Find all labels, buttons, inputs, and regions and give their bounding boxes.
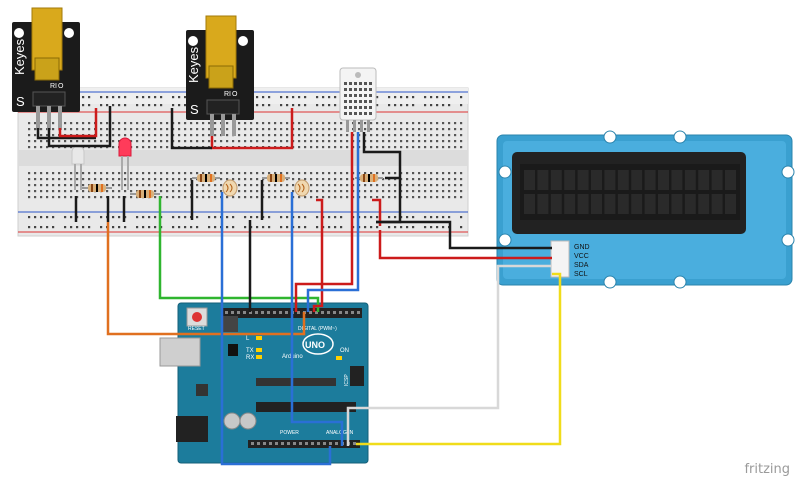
sensor-mid-o-label: O: [232, 91, 238, 98]
resistor-5: [355, 174, 383, 182]
dht-vent-grid: [344, 82, 372, 115]
arduino-power-label: POWER: [280, 430, 299, 436]
resistor-3: [192, 174, 220, 182]
arduino-reset-label: RESET: [188, 326, 205, 332]
arduino-icsp-label: ICSP: [344, 374, 350, 386]
arduino-uno: RESET DIGITAL (PWM~) L TX RX UNO Arduino…: [159, 302, 369, 464]
resistor-4: [262, 174, 290, 182]
arduino-led-rx: RX: [246, 355, 254, 361]
sensor-mid-s-label: S: [190, 102, 199, 117]
lcd-module: GND VCC SDA SCL: [496, 130, 795, 289]
lcd-pin-gnd: GND: [574, 244, 590, 251]
fritzing-watermark: fritzing: [744, 462, 790, 477]
arduino-digital-label: DIGITAL (PWM~): [298, 326, 337, 332]
interconnect-wires: [106, 192, 562, 466]
photoresistor-1: [222, 179, 238, 197]
dht-sensor: [339, 67, 377, 132]
sensor-left-ri-label: RI: [50, 83, 57, 90]
resistor-1: [82, 184, 112, 192]
sensor-module-middle: Keyes S RI O: [186, 15, 254, 136]
sensor-left-o-label: O: [58, 83, 64, 90]
resistor-2: [130, 190, 160, 198]
sensor-left-brand: Keyes: [12, 38, 27, 75]
arduino-led-tx: TX: [246, 348, 254, 354]
sensor-module-left: Keyes S RI O: [12, 7, 80, 130]
sensor-mid-ri-label: RI: [224, 91, 231, 98]
sensor-mid-brand: Keyes: [186, 46, 201, 83]
sensor-left-s-label: S: [16, 94, 25, 109]
arduino-on-label: ON: [340, 348, 349, 354]
lcd-pin-sda: SDA: [574, 262, 589, 269]
arduino-logo: UNO: [305, 340, 325, 350]
arduino-led-l: L: [246, 336, 250, 342]
breadboard-wires: [36, 106, 402, 232]
lcd-pin-scl: SCL: [574, 271, 588, 278]
photoresistor-2: [294, 179, 310, 197]
led-red: [118, 137, 132, 190]
arduino-analog-label: ANALOG IN: [326, 430, 354, 436]
lcd-pin-vcc: VCC: [574, 253, 589, 260]
